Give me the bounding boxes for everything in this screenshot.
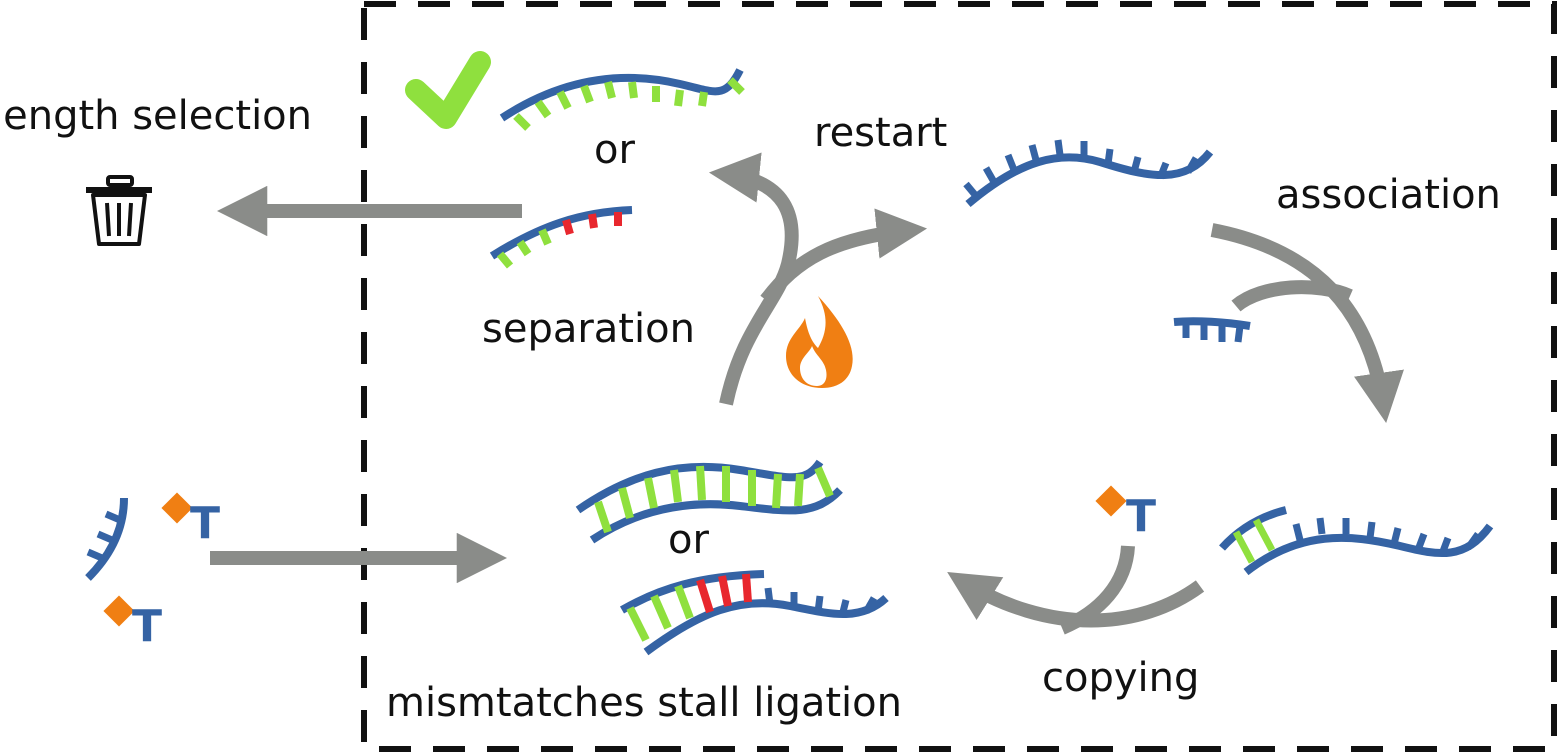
process-arrows (210, 152, 1404, 635)
separation-label: separation (482, 306, 695, 352)
trash-icon (86, 175, 152, 246)
monomer-input-1: T (161, 492, 220, 549)
reaction-compartment-boundary (361, 1, 1557, 752)
or-label-top: or (594, 127, 635, 173)
restart-arrow (760, 208, 928, 305)
separation-arrow (708, 152, 799, 406)
strand-mismatched-duplex-bottom (619, 570, 889, 656)
monomer-copying: T (1095, 485, 1156, 542)
monomer-letter: T (132, 601, 162, 652)
copying-arrow (947, 572, 1205, 628)
monomer-letter: T (190, 498, 220, 549)
strand-correct-duplex-top (499, 68, 745, 131)
association-label: association (1276, 172, 1501, 218)
copying-join-branch (1059, 545, 1135, 635)
or-label-bottom: or (668, 517, 709, 563)
mismatches-label: mismtatches stall ligation (386, 680, 902, 726)
restart-label: restart (814, 110, 947, 156)
checkmark-icon (405, 51, 491, 129)
flame-icon (786, 296, 853, 388)
length-selection-label: length selection (0, 93, 312, 139)
strand-input-oligo (85, 497, 128, 581)
strand-mismatched-duplex-top (489, 206, 633, 269)
copying-label: copying (1042, 655, 1199, 701)
strand-correct-duplex-bottom (575, 459, 843, 544)
strand-short-primer (1173, 317, 1251, 343)
association-arrow (1210, 223, 1404, 423)
strand-template-restart (963, 139, 1214, 208)
monomer-letter: T (1126, 491, 1156, 542)
strand-primed-template (1219, 506, 1494, 576)
monomer-input-2: T (103, 595, 162, 652)
association-join-branch (1231, 280, 1353, 312)
